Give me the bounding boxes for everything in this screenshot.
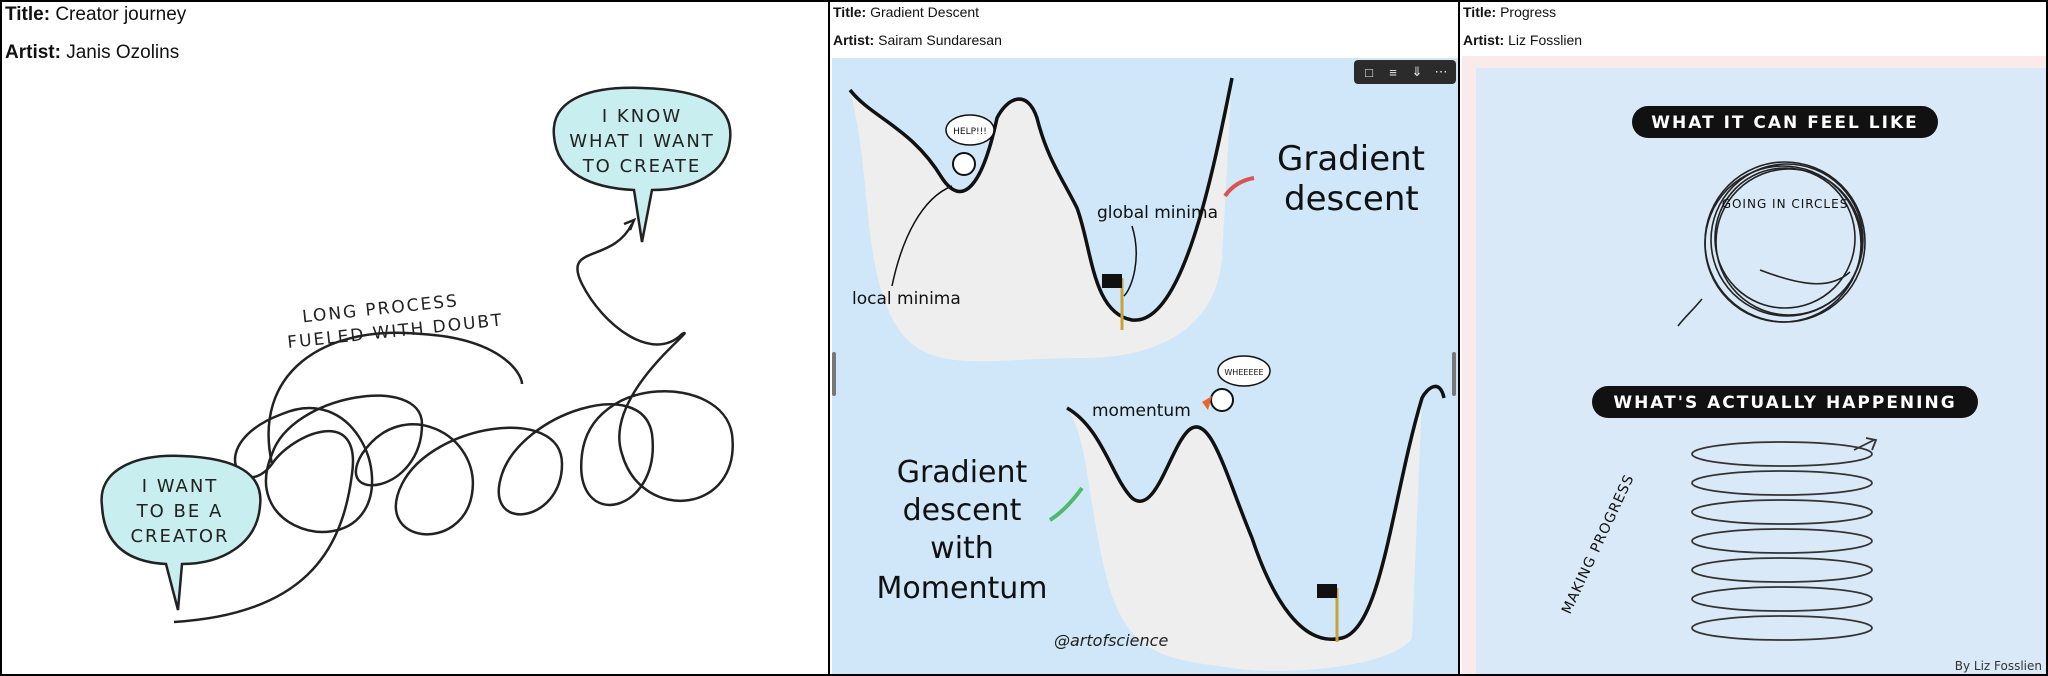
gdm-title-line-4: Momentum	[877, 571, 1048, 606]
happening-label-pill	[1592, 386, 1978, 418]
global-minima-label: global minima	[1097, 203, 1218, 223]
notes-icon[interactable]: ≡	[1389, 64, 1397, 80]
journey-arrow-head	[623, 217, 637, 231]
bottom-valley-line	[1066, 384, 1446, 642]
bubble-start-line-3: CREATOR	[130, 526, 229, 547]
gdm-title-line-1: Gradient	[897, 455, 1028, 490]
artwork-artist: Liz Fosslien	[1508, 32, 1583, 48]
gdm-title-line-3: with	[930, 531, 994, 566]
bubble-start-line-1: I WANT	[142, 476, 219, 497]
progress-illustration: WHAT IT CAN FEEL LIKE GOING IN CIRCLES W…	[1462, 56, 2046, 674]
download-icon[interactable]: ⇓	[1411, 64, 1423, 79]
bubble-start-line-2: TO BE A	[136, 501, 224, 522]
artwork-title: Gradient Descent	[870, 4, 980, 20]
top-valley-line	[848, 77, 1234, 322]
artwork-panel-gradient-descent[interactable]: Title: Gradient Descent Artist: Sairam S…	[828, 0, 1460, 676]
rolling-ball-icon	[1210, 388, 1234, 412]
green-arrow	[1048, 486, 1084, 522]
artwork-title: Creator journey	[55, 4, 187, 25]
local-minima-label: local minima	[852, 289, 961, 309]
help-bubble	[945, 114, 995, 146]
comment-icon[interactable]: □	[1365, 64, 1373, 80]
circles-scribble	[1677, 161, 1866, 327]
artwork-title-line: Title: Progress	[1463, 4, 1557, 20]
artwork-artist-line: Artist: Liz Fosslien	[1463, 32, 1583, 48]
artwork-artist: Janis Ozolins	[66, 42, 180, 63]
feel-label-pill	[1632, 106, 1938, 138]
stuck-ball-icon	[952, 152, 976, 176]
bubble-end: I KNOW WHAT I WANT TO CREATE	[552, 86, 732, 243]
artist-signature: @artofscience	[1054, 631, 1168, 650]
wheee-text: WHEEEEE	[1224, 368, 1263, 377]
more-icon[interactable]: ⋯	[1434, 64, 1448, 79]
gdm-title-line-2: descent	[903, 493, 1022, 528]
help-text: HELP!!!	[953, 127, 987, 137]
bubble-end-line-3: TO CREATE	[582, 156, 702, 177]
artwork-panel-progress[interactable]: Title: Progress Artist: Liz Fosslien WHA…	[1458, 0, 2048, 676]
wheee-bubble	[1217, 355, 1271, 387]
red-arrow	[1223, 176, 1255, 198]
artwork-panel-creator-journey[interactable]: Title: Creator journey Artist: Janis Ozo…	[0, 0, 830, 676]
bubble-end-line-1: I KNOW	[602, 106, 682, 127]
happening-label: WHAT'S ACTUALLY HAPPENING	[1613, 393, 1956, 413]
gd-title-line-1: Gradient	[1277, 139, 1425, 179]
checkered-flag-icon	[1102, 274, 1122, 288]
image-toolbar: □ ≡ ⇓ ⋯	[1354, 60, 1456, 84]
artwork-artist: Sairam Sundaresan	[878, 32, 1002, 48]
checkered-flag-icon	[1317, 584, 1337, 598]
creator-journey-illustration: LONG PROCESS FUELED WITH DOUBT I WANT TO…	[100, 86, 734, 624]
bubble-end-line-2: WHAT I WANT	[569, 131, 715, 152]
resize-handle-right[interactable]	[1452, 352, 1456, 396]
resize-handle-left[interactable]	[832, 352, 836, 396]
feel-label: WHAT IT CAN FEEL LIKE	[1651, 113, 1918, 133]
bottom-valley-ground	[1067, 398, 1422, 671]
momentum-label: momentum	[1092, 401, 1191, 421]
artwork-title: Progress	[1500, 4, 1557, 20]
journey-line	[173, 223, 734, 624]
bubble-start: I WANT TO BE A CREATOR	[100, 454, 262, 611]
artwork-artist-line: Artist: Sairam Sundaresan	[833, 32, 1002, 48]
doubt-arc	[267, 331, 524, 465]
gd-title-line-2: descent	[1284, 179, 1419, 219]
rocket-icon	[1202, 396, 1212, 410]
artist-credit: By Liz Fosslien	[1955, 659, 2042, 673]
artwork-artist-line: Artist: Janis Ozolins	[5, 42, 180, 63]
artwork-title-line: Title: Gradient Descent	[833, 4, 980, 20]
artwork-title-line: Title: Creator journey	[5, 4, 187, 25]
circles-label: GOING IN CIRCLES	[1722, 197, 1849, 211]
top-valley-ground	[850, 78, 1232, 362]
gradient-descent-illustration: HELP!!! global minima local minima Gradi…	[832, 58, 1458, 674]
spiral-scribble	[1691, 437, 1878, 641]
